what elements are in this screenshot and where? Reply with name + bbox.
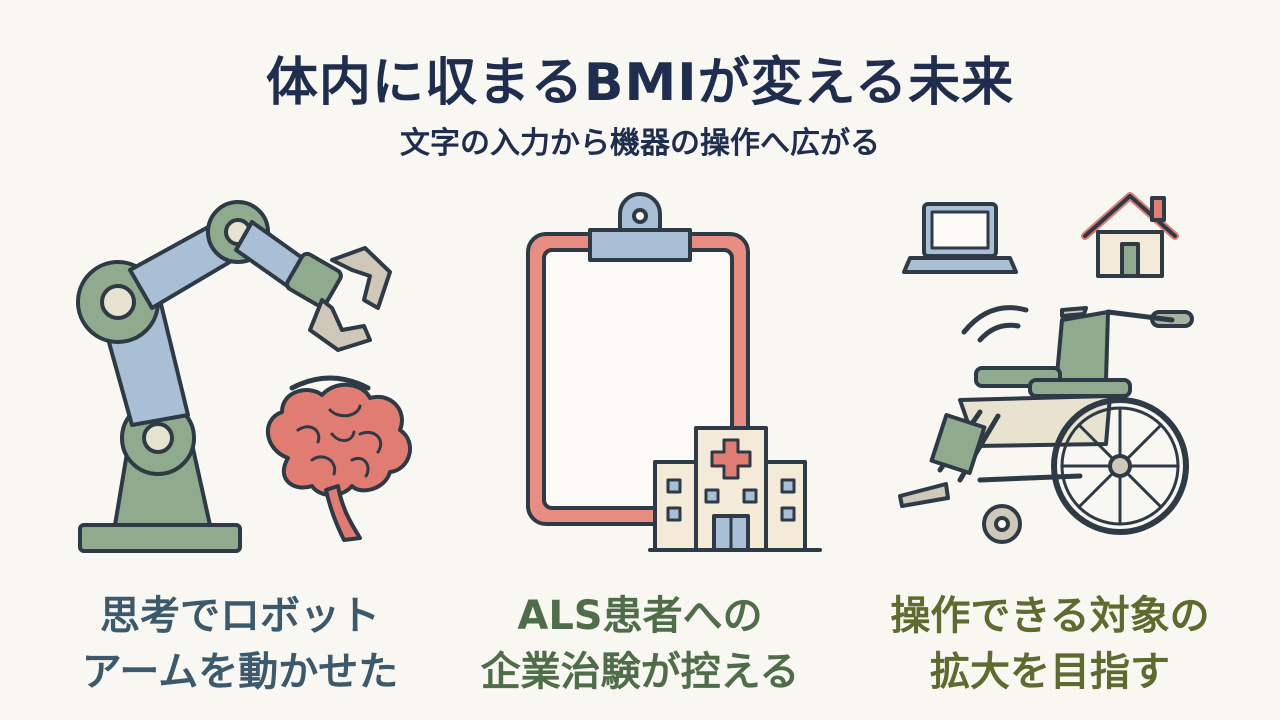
robot-arm-brain-icon — [76, 200, 412, 553]
hospital-icon — [648, 426, 822, 552]
caption-line: 操作できる対象の — [890, 593, 1210, 639]
signal-arcs-icon — [289, 375, 371, 391]
caption-line: アームを動かせた — [81, 649, 399, 695]
signal-arcs-icon — [961, 305, 1029, 335]
caption-expansion: 操作できる対象の 拡大を目指す — [850, 588, 1250, 700]
caption-line: 思考でロボット — [100, 593, 380, 639]
page-subtitle: 文字の入力から機器の操作へ広がる — [400, 126, 880, 161]
caption-line: 企業治験が控える — [480, 649, 800, 695]
caption-robot-arm: 思考でロボット アームを動かせた — [40, 588, 440, 700]
wheelchair-laptop-house-icon — [898, 192, 1194, 544]
caption-line: 拡大を目指す — [930, 649, 1170, 695]
robot-base-icon — [78, 523, 242, 553]
clipboard-hospital-icon — [526, 192, 822, 552]
laptop-icon — [902, 202, 1018, 274]
wheelchair-icon — [898, 306, 1194, 544]
clipboard-icon — [526, 192, 750, 526]
robot-gripper-icon — [330, 246, 392, 310]
brain-icon — [265, 382, 412, 542]
house-icon — [1081, 192, 1179, 278]
caption-clinical-trial: ALS患者への 企業治験が控える — [440, 588, 840, 700]
page-title: 体内に収まるBMIが変える未来 — [265, 53, 1015, 113]
caption-line: ALS患者への — [517, 593, 763, 639]
